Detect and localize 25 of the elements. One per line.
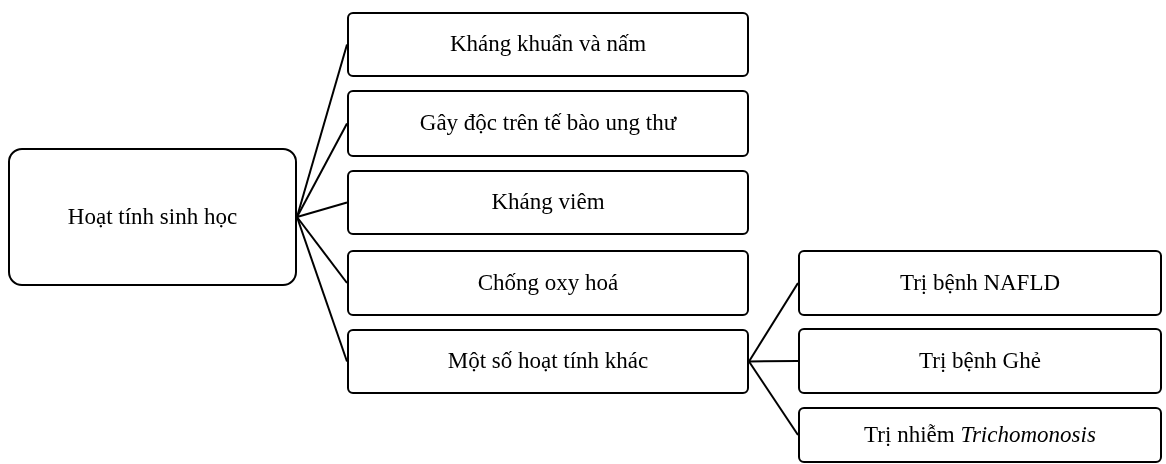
connector-line: [748, 360, 799, 436]
connector-line: [296, 216, 348, 363]
topic-box: [798, 407, 1162, 463]
box-label: Chống oxy hoá: [476, 269, 620, 297]
topic-box: [8, 148, 297, 286]
connector-line: [748, 360, 799, 363]
topic-box: [798, 328, 1162, 394]
box-label: Kháng viêm: [490, 189, 606, 216]
topic-box: [347, 90, 749, 157]
connector-line: [748, 282, 799, 363]
box-label: Kháng khuẩn và nấm: [448, 31, 648, 58]
box-label: Trị bệnh Ghẻ: [918, 347, 1042, 375]
topic-box: [347, 250, 749, 316]
connector-line: [296, 201, 348, 218]
topic-box: [347, 170, 749, 235]
box-label: Trị nhiễm Trichomonosis: [863, 421, 1097, 449]
topic-box: [347, 329, 749, 394]
box-label: Một số hoạt tính khác: [446, 348, 650, 375]
box-label: Hoạt tính sinh học: [66, 203, 239, 231]
topic-box: [798, 250, 1162, 316]
connector-line: [296, 122, 348, 218]
box-label: Trị bệnh NAFLD: [898, 269, 1062, 297]
box-label: Gây độc trên tế bào ung thư: [418, 110, 678, 137]
connector-line: [296, 216, 348, 284]
topic-box: [347, 12, 749, 77]
